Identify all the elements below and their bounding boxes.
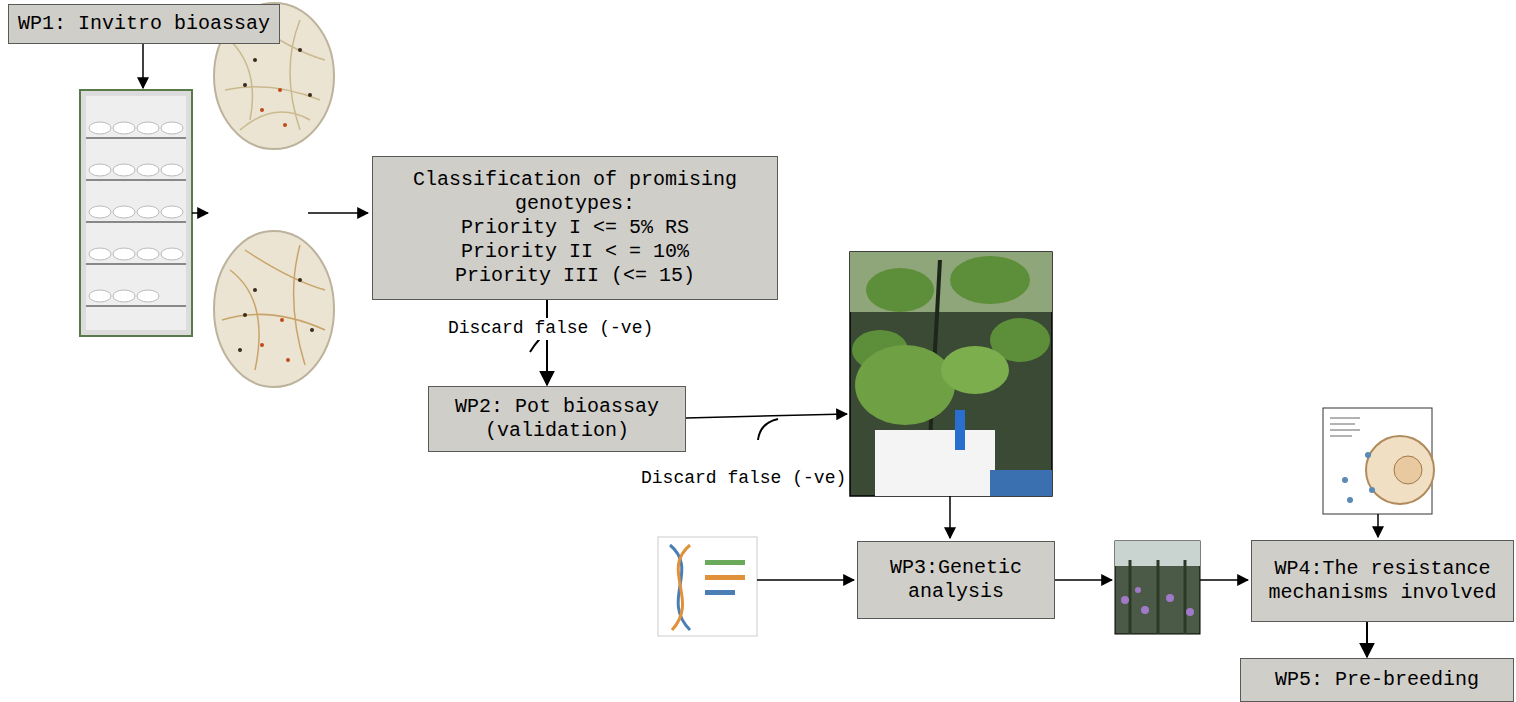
plant-tag xyxy=(955,410,965,450)
pot xyxy=(875,430,995,496)
box-title: WP1: Invitro bioassay xyxy=(18,12,270,36)
gene-bar xyxy=(705,575,745,580)
cell-illustration xyxy=(1323,408,1434,514)
dna-strand xyxy=(672,545,690,630)
box-text: Priority I <= 5% RS xyxy=(461,216,689,240)
process-box: WP5: Pre-breeding xyxy=(1240,658,1514,702)
gene-bar xyxy=(705,560,745,565)
image-frame xyxy=(658,537,757,636)
arrow xyxy=(308,212,368,214)
discard-tick xyxy=(758,419,778,440)
process-box: WP2: Pot bioassay (validation) xyxy=(428,386,686,452)
incubator-photo xyxy=(80,90,192,336)
arrow xyxy=(686,414,847,418)
process-box: WP1: Invitro bioassay xyxy=(8,4,280,44)
box-title: WP5: Pre-breeding xyxy=(1275,668,1479,692)
incubator-frame xyxy=(80,90,192,336)
receptors xyxy=(1342,452,1375,503)
arrow xyxy=(757,579,854,581)
box-text: Priority II < = 10% xyxy=(461,240,689,264)
process-box: WP3:Genetic analysis xyxy=(857,541,1055,619)
leaf xyxy=(941,346,1009,394)
process-box: Classification of promising genotypes:Pr… xyxy=(372,156,778,300)
stakes xyxy=(1130,560,1185,634)
box-title: WP3:Genetic analysis xyxy=(864,556,1048,604)
connector-arrow xyxy=(546,300,548,385)
incubator-shelves xyxy=(86,138,186,306)
arrow xyxy=(1377,514,1379,537)
tray xyxy=(990,470,1052,496)
arrow xyxy=(192,212,208,214)
legend-lines xyxy=(1330,418,1360,436)
gene-bar xyxy=(705,590,735,595)
dna-illustration xyxy=(658,537,757,636)
roots xyxy=(222,245,325,370)
arrow xyxy=(949,496,951,538)
incubator-dishes xyxy=(89,122,183,302)
nematode-dots xyxy=(238,278,314,362)
arrow xyxy=(142,44,144,88)
box-title: WP4:The resistance mechanisms involved xyxy=(1258,557,1507,605)
background xyxy=(850,252,1052,312)
note-label: Discard false (-ve) xyxy=(640,468,847,490)
box-title: WP2: Pot bioassay (validation) xyxy=(435,395,679,443)
box-text: Priority III (<= 15) xyxy=(455,264,695,288)
dna-strand xyxy=(670,545,690,630)
petri-dish-photo xyxy=(214,3,334,387)
flowers xyxy=(1121,587,1194,616)
connector-arrow xyxy=(1366,622,1368,657)
nematode-dots xyxy=(243,38,312,127)
photo-frame xyxy=(1115,541,1200,634)
cell xyxy=(1366,436,1434,504)
greenhouse-photo xyxy=(1115,541,1200,634)
potted-plant-photo xyxy=(850,252,1052,496)
arrow xyxy=(1055,579,1112,581)
photo-frame xyxy=(850,252,1052,496)
leaf xyxy=(855,345,955,425)
incubator-inside xyxy=(86,96,186,330)
edge-label: Discard false (-ve) xyxy=(447,318,654,340)
arrow xyxy=(1200,579,1248,581)
petri-dish xyxy=(214,231,334,387)
nucleus xyxy=(1394,456,1422,484)
flow-arrows xyxy=(143,44,1378,580)
box-title: Classification of promising genotypes: xyxy=(379,168,771,216)
process-box: WP4:The resistance mechanisms involved xyxy=(1251,540,1514,622)
